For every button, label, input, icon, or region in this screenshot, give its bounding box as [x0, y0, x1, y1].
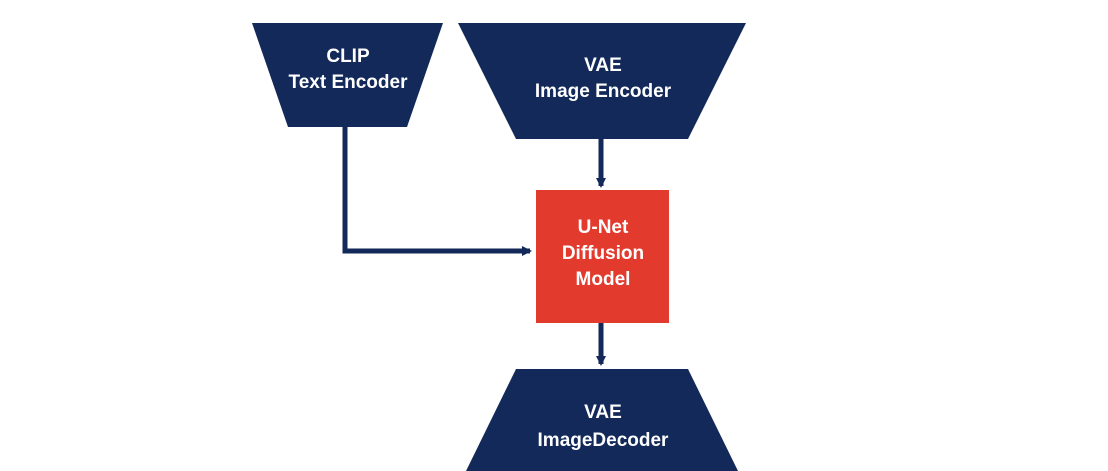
vae-image-decoder-block: VAE ImageDecoder [466, 369, 738, 471]
vae-image-decoder-label-line1: VAE [584, 402, 622, 423]
vae-image-decoder-shape [466, 369, 738, 471]
unet-label-line3: Model [576, 269, 631, 290]
vae-image-encoder-block: VAE Image Encoder [458, 23, 746, 139]
vae-image-decoder-label-line2: ImageDecoder [538, 430, 670, 451]
vae-image-encoder-shape [458, 23, 746, 139]
clip-text-encoder-shape [252, 23, 443, 127]
clip-to-unet-arrow [342, 127, 532, 256]
vae-image-encoder-label-line1: VAE [584, 55, 622, 76]
clip-text-encoder-label-line1: CLIP [326, 46, 370, 67]
unet-label-line1: U-Net [578, 217, 629, 238]
unet-label-line2: Diffusion [562, 243, 644, 264]
unet-diffusion-model-block: U-Net Diffusion Model [536, 190, 669, 323]
clip-text-encoder-block: CLIP Text Encoder [252, 23, 443, 127]
vae-image-encoder-label-line2: Image Encoder [535, 81, 672, 102]
clip-text-encoder-label-line2: Text Encoder [289, 72, 409, 93]
unet-diffusion-model-shape [536, 190, 669, 323]
